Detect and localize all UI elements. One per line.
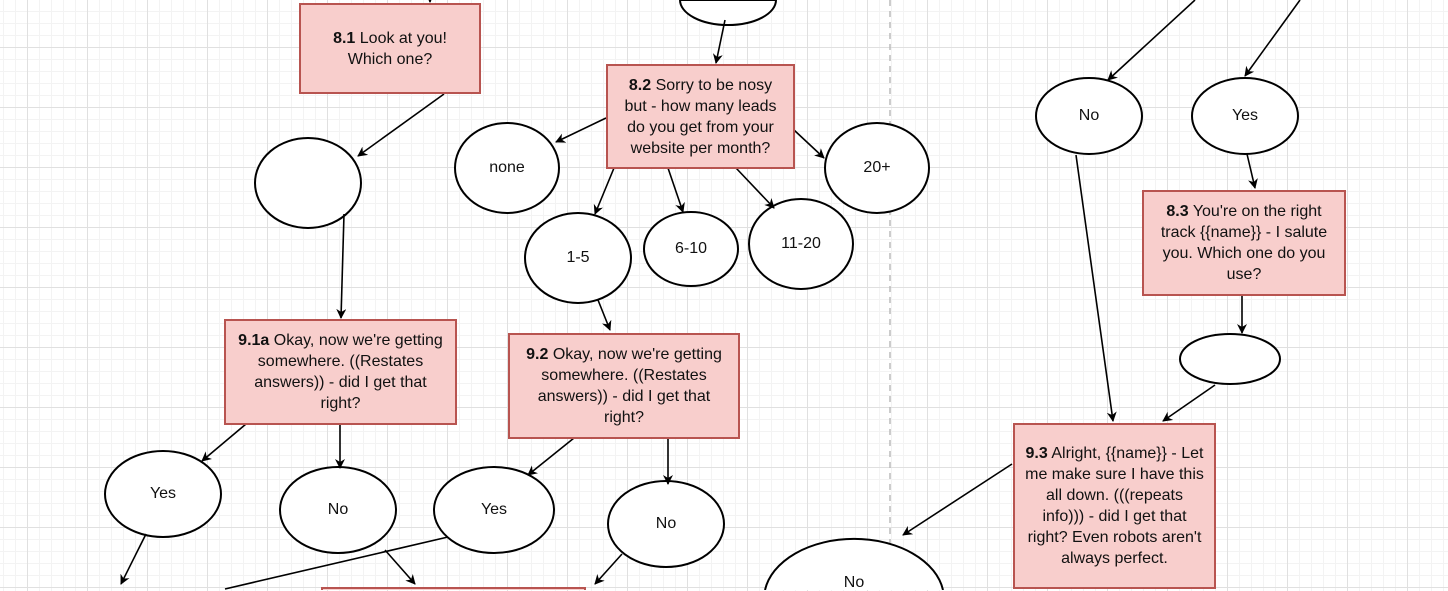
label-6-10: 6-10 xyxy=(674,240,708,257)
label-11-20: 11-20 xyxy=(781,235,821,252)
ellipse-20plus[interactable] xyxy=(824,122,930,214)
ellipse-empty-right[interactable] xyxy=(1179,333,1281,385)
step-number: 8.2 xyxy=(628,76,652,94)
step-number: 9.2 xyxy=(526,346,549,363)
box-8-1[interactable]: 8.1 Look at you! Which one? xyxy=(299,3,481,94)
label-no-big: No xyxy=(843,574,865,591)
label-no-mid: No xyxy=(655,515,677,532)
step-text: Alright, {{name}} - Let me make sure I h… xyxy=(1025,445,1204,567)
ellipse-yes-mid[interactable] xyxy=(433,466,555,554)
step-text: You're on the right track {{name}} - I s… xyxy=(1160,203,1328,283)
step-text: Sorry to be nosy but - how many leads do… xyxy=(624,76,777,157)
label-none: none xyxy=(489,159,525,176)
ellipse-no-right[interactable] xyxy=(1035,77,1143,155)
label-yes-right: Yes xyxy=(1231,107,1259,124)
label-no-right: No xyxy=(1078,107,1100,124)
step-number: 8.3 xyxy=(1166,203,1189,220)
ellipse-none[interactable] xyxy=(454,122,560,214)
ellipse-6-10[interactable] xyxy=(643,211,739,287)
ellipse-1-5[interactable] xyxy=(524,212,632,304)
label-1-5: 1-5 xyxy=(566,249,590,266)
step-text: Okay, now we're getting somewhere. ((Res… xyxy=(254,332,443,412)
ellipse-yes-right[interactable] xyxy=(1191,77,1299,155)
label-no-left: No xyxy=(327,501,349,518)
ellipse-no-big[interactable] xyxy=(764,537,944,590)
step-number: 9.1a xyxy=(238,332,270,349)
ellipse-top[interactable] xyxy=(678,0,778,26)
step-number: 9.3 xyxy=(1025,445,1048,462)
step-text: Okay, now we're getting somewhere. ((Res… xyxy=(537,346,722,426)
step-text: Look at you! Which one? xyxy=(347,29,447,68)
label-20plus: 20+ xyxy=(863,159,891,176)
ellipse-yes-left[interactable] xyxy=(104,450,222,538)
ellipse-empty-left[interactable] xyxy=(254,137,362,229)
ellipse-11-20[interactable] xyxy=(748,198,854,290)
box-9-2[interactable]: 9.2 Okay, now we're getting somewhere. (… xyxy=(508,333,740,439)
label-yes-mid: Yes xyxy=(480,501,508,518)
label-yes-left: Yes xyxy=(149,485,177,502)
step-number: 8.1 xyxy=(333,29,356,47)
box-8-3[interactable]: 8.3 You're on the right track {{name}} -… xyxy=(1142,190,1346,296)
box-8-2[interactable]: 8.2 Sorry to be nosy but - how many lead… xyxy=(606,64,795,169)
box-9-3[interactable]: 9.3 Alright, {{name}} - Let me make sure… xyxy=(1013,423,1216,589)
box-9-1a[interactable]: 9.1a Okay, now we're getting somewhere. … xyxy=(224,319,457,425)
